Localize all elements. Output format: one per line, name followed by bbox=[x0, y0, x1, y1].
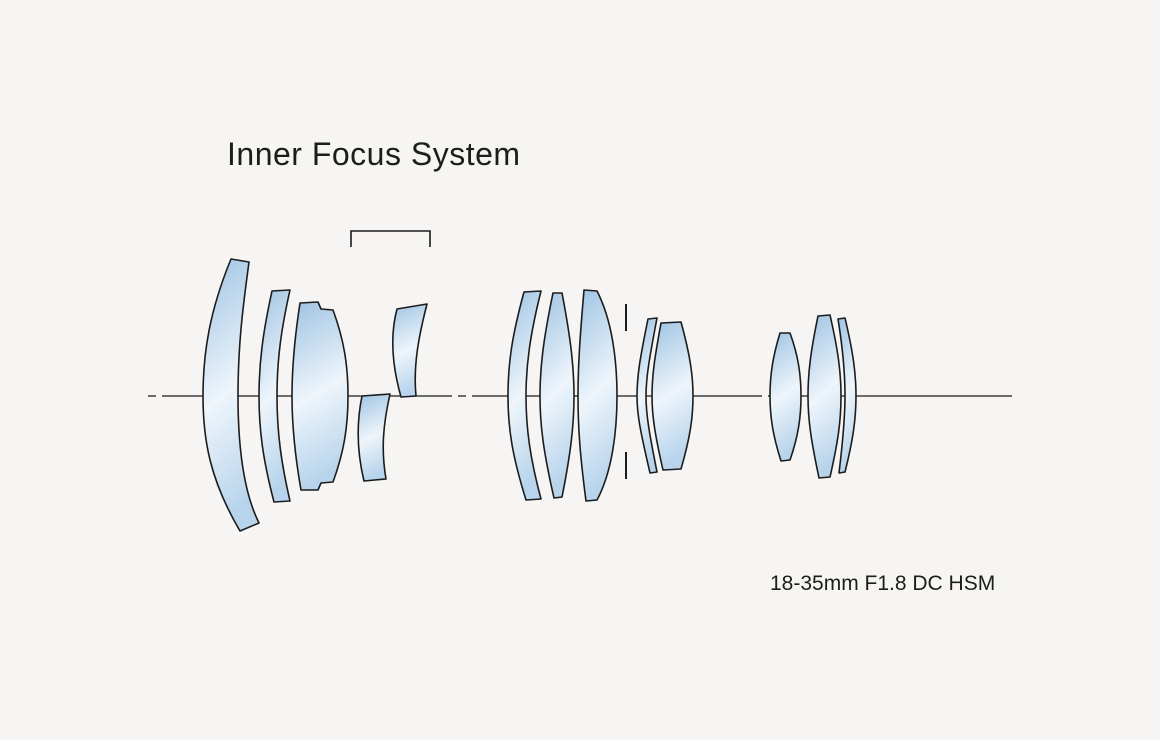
front-lens-group bbox=[202, 258, 349, 532]
lens-element-7 bbox=[539, 292, 575, 499]
rear-lens-group-2 bbox=[769, 314, 857, 479]
rear-lens-group-1 bbox=[636, 317, 694, 474]
lens-element-4 bbox=[357, 393, 391, 482]
middle-lens-group bbox=[507, 289, 618, 502]
lens-element-6 bbox=[507, 290, 542, 501]
lens-element-10 bbox=[651, 321, 694, 471]
lens-element-13 bbox=[837, 317, 857, 474]
focus-group-bracket bbox=[350, 230, 431, 247]
lens-element-1 bbox=[202, 258, 260, 532]
lens-element-2 bbox=[258, 289, 291, 503]
lens-element-8 bbox=[577, 289, 618, 502]
focus-lens-group bbox=[357, 303, 428, 482]
lens-element-12 bbox=[807, 314, 842, 479]
lens-elements bbox=[202, 258, 857, 532]
page-title: Inner Focus System bbox=[227, 136, 521, 172]
lens-element-3 bbox=[291, 301, 349, 491]
lens-element-11 bbox=[769, 332, 802, 462]
lens-element-9 bbox=[636, 317, 658, 474]
lens-element-5 bbox=[391, 303, 428, 398]
lens-model-caption: 18-35mm F1.8 DC HSM bbox=[770, 572, 996, 595]
